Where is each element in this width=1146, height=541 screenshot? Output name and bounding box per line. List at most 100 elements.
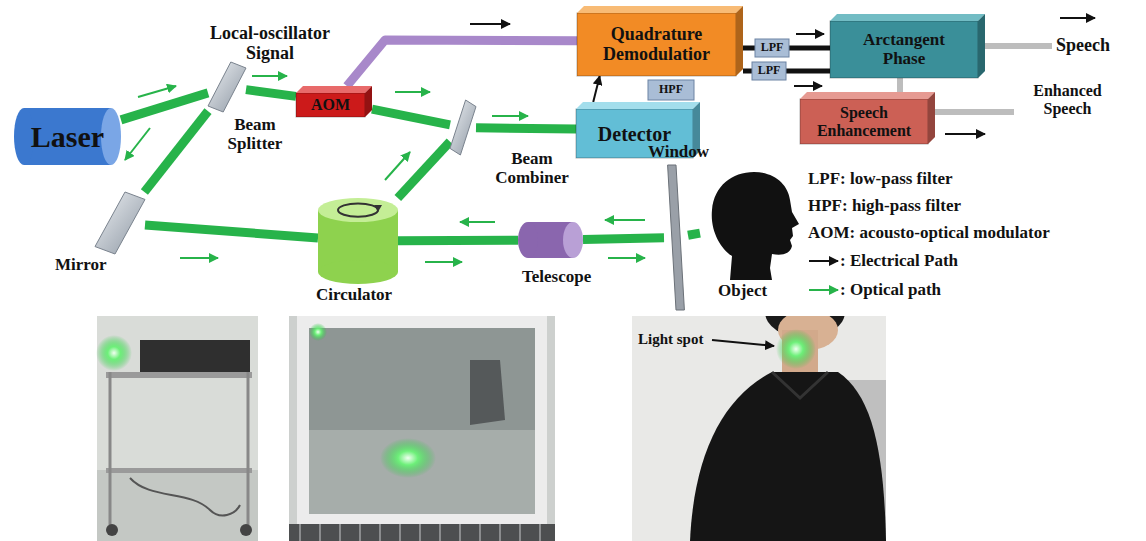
telescope-shape — [518, 222, 583, 258]
lidar-device — [140, 340, 250, 372]
beam-combiner: Beam Combiner — [450, 100, 476, 155]
optical-beam — [476, 128, 576, 129]
legend-arrow — [809, 260, 838, 262]
part-label: Beam Splitter — [216, 116, 294, 153]
optical-beam — [144, 111, 208, 192]
enhancement-box: Speech Enhancement — [800, 92, 935, 144]
abbreviation-note: HPF: high-pass filter — [808, 197, 961, 216]
cart-wheel — [106, 524, 118, 536]
direction-arrow — [180, 257, 218, 259]
part-label: Circulator — [316, 286, 392, 305]
direction-arrow — [425, 261, 462, 263]
direction-arrow — [796, 33, 824, 35]
direction-arrow — [1060, 17, 1095, 19]
direction-arrow — [945, 133, 985, 135]
direction-arrow — [385, 152, 410, 180]
box-label: AOM — [302, 96, 359, 114]
part-label: Mirror — [55, 256, 107, 275]
part-label: Object — [718, 282, 767, 301]
local-oscillator-path — [347, 40, 577, 86]
beam-splitter-shape — [208, 62, 246, 112]
signal-bus — [897, 78, 903, 92]
optical-beam — [246, 90, 296, 97]
window-pane-shape — [664, 165, 688, 310]
laser-glow — [96, 335, 132, 371]
legend-line-sample — [808, 254, 840, 268]
box-label: Speech Enhancement — [809, 104, 919, 139]
optical-beam — [398, 142, 450, 198]
box-label: Arctangent Phase — [854, 31, 954, 68]
room-chair — [470, 360, 505, 425]
floor-grate — [289, 524, 555, 541]
cart-post — [247, 372, 250, 525]
circulator-shape — [318, 198, 398, 284]
direction-arrow — [470, 23, 510, 25]
circulator: Circulator — [318, 198, 398, 284]
speaker-head-shape — [700, 168, 800, 280]
direction-arrow — [395, 91, 430, 93]
signal-bus — [789, 46, 830, 51]
signal-bus — [743, 69, 752, 74]
cart-shelf — [106, 372, 252, 378]
demodulator-box: Quadrature Demodulatior — [577, 6, 743, 76]
output-bar — [935, 109, 1014, 115]
optical-beam — [372, 109, 450, 125]
signal-label: Local-oscillator Signal — [200, 24, 340, 64]
photo-lidar-cart — [96, 316, 258, 541]
direction-arrow — [125, 128, 150, 160]
floor-grate — [300, 524, 540, 541]
output-label: Speech — [1056, 36, 1110, 56]
signal-bus — [786, 69, 830, 74]
box-label: Detector — [582, 123, 687, 145]
window-pane: Window — [664, 165, 688, 310]
direction-arrow — [252, 75, 287, 77]
cart-shelf — [106, 468, 252, 473]
direction-arrow — [608, 257, 645, 259]
direction-arrow — [492, 115, 528, 117]
cart-post — [109, 372, 112, 525]
legend-line-sample — [808, 283, 840, 297]
box-label: LPF — [755, 64, 783, 77]
mirror: Mirror — [95, 192, 145, 254]
photo-callout: Light spot — [636, 331, 705, 348]
hpf-box: HPF — [648, 80, 694, 100]
legend-arrow — [809, 289, 838, 291]
optical-beam — [121, 93, 208, 120]
cart-wheel — [240, 524, 252, 536]
laser-source: Laser — [14, 108, 121, 165]
legend-text: : Optical path — [840, 281, 941, 300]
legend-row: : Electrical Path — [808, 252, 958, 271]
photo-background — [289, 316, 555, 541]
part-label: Telescope — [522, 268, 591, 287]
box-label: Quadrature Demodulatior — [594, 25, 719, 65]
legend-row: : Optical path — [808, 281, 941, 300]
laser-spot — [776, 329, 816, 369]
electrical-arrow — [593, 76, 600, 102]
direction-arrow — [605, 219, 645, 221]
optical-beam — [398, 236, 518, 246]
optical-beam — [583, 238, 664, 240]
photo-background — [632, 316, 886, 541]
room-floor — [309, 430, 535, 514]
black-shirt — [690, 372, 886, 541]
box-label: LPF — [758, 41, 786, 54]
signal-bus — [743, 46, 755, 51]
part-label: Window — [648, 143, 709, 162]
direction-arrow — [460, 221, 495, 223]
box-label: Laser — [26, 120, 109, 153]
photo-person — [632, 316, 886, 541]
aom-box: AOM — [296, 86, 372, 117]
legend-text: : Electrical Path — [840, 252, 958, 271]
beam-combiner-shape — [450, 100, 476, 155]
cable — [130, 478, 240, 515]
laser-spot — [380, 438, 436, 478]
shirt-collar — [772, 372, 828, 398]
window-frame — [303, 322, 541, 520]
abbreviation-note: LPF: low-pass filter — [808, 170, 952, 189]
mirror-shape — [95, 192, 145, 254]
arctangent-box: Arctangent Phase — [830, 14, 985, 78]
optical-beam — [145, 225, 318, 238]
output-label: Enhanced Speech — [1020, 82, 1115, 117]
laser-glow — [309, 323, 327, 341]
output-bar — [985, 43, 1052, 49]
